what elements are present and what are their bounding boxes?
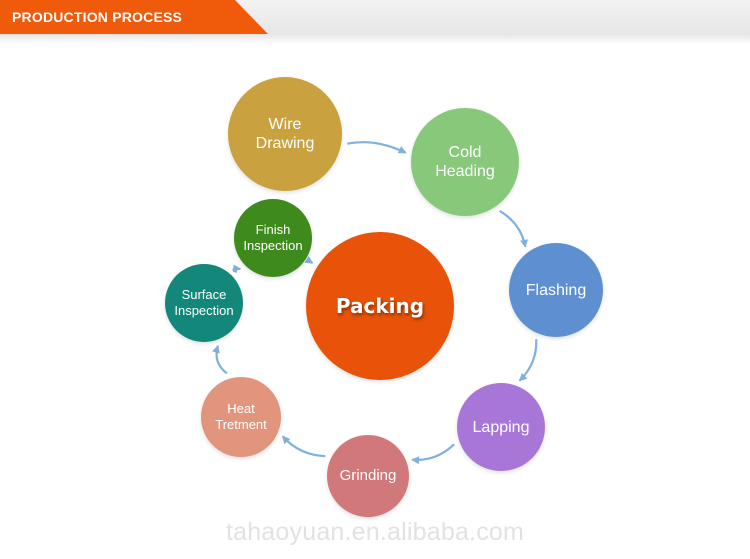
flow-arrow — [518, 339, 538, 382]
flow-arrow — [281, 435, 326, 458]
step-grinding: Grinding — [327, 435, 409, 517]
flow-arrow — [212, 344, 228, 375]
step-heat-treatment: Heat Tretment — [201, 377, 281, 457]
flow-arrow — [411, 443, 455, 465]
flow-arrow-to-center — [304, 255, 314, 265]
center-step-label: Packing — [335, 294, 425, 318]
step-flashing: Flashing — [509, 243, 603, 337]
flow-arrow — [232, 264, 242, 274]
step-cold-heading: Cold Heading — [411, 108, 519, 216]
watermark: tahaoyuan.en.alibaba.com — [225, 518, 525, 546]
step-label: Surface Inspection — [174, 287, 234, 318]
step-finish-inspection: Finish Inspection — [234, 199, 312, 277]
step-lapping: Lapping — [457, 383, 545, 471]
center-step-packing: Packing — [306, 232, 454, 380]
header-accent-tab — [0, 0, 268, 34]
header-shadow — [0, 34, 750, 44]
step-wire-drawing: Wire Drawing — [228, 77, 342, 191]
step-label: Wire Drawing — [255, 116, 315, 152]
page-title: PRODUCTION PROCESS — [12, 9, 183, 25]
step-label: Lapping — [472, 418, 530, 436]
flow-arrow — [347, 141, 407, 154]
step-label: Grinding — [339, 467, 397, 484]
step-surface-inspection: Surface Inspection — [165, 264, 243, 342]
step-label: Finish Inspection — [243, 222, 303, 253]
step-label: Flashing — [525, 281, 587, 299]
step-label: Heat Tretment — [215, 401, 267, 432]
flow-arrow — [499, 209, 528, 248]
step-label: Cold Heading — [435, 144, 495, 180]
